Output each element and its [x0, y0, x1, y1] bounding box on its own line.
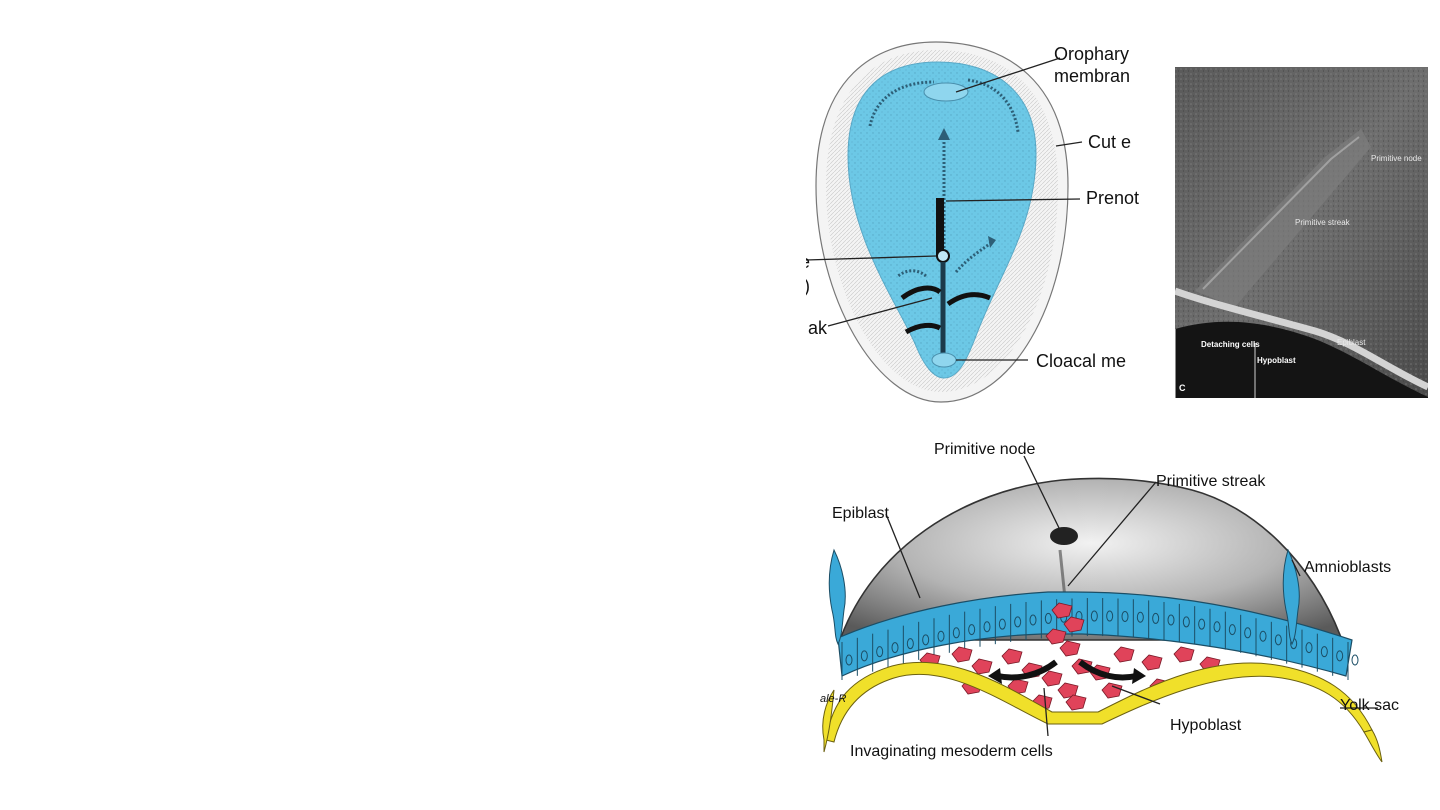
cross-section-diagram: Primitive node Primitive streak Epiblast… — [812, 440, 1412, 766]
epiblast-cell-nucleus — [1244, 627, 1252, 639]
epiblast-cell-nucleus — [952, 627, 960, 639]
amnioblast-right — [1282, 548, 1300, 646]
mesoderm-cell — [1065, 694, 1087, 711]
epiblast-layer — [837, 591, 1353, 677]
embryonic-disc-diagram: Orophary membran Cut e Prenot e ) ak Clo… — [806, 36, 1144, 408]
yolk-sac-left — [822, 689, 835, 753]
label-left-node-1: e — [806, 252, 810, 272]
epiblast-cell-nucleus — [922, 634, 930, 646]
primitive-node-pit — [1050, 527, 1078, 545]
epiblast-cell-nucleus — [1152, 612, 1160, 624]
label-cloacal: Cloacal me — [1036, 351, 1126, 371]
sem-label-primitive-streak: Primitive streak — [1295, 218, 1351, 227]
epiblast-cell-nucleus — [937, 630, 945, 642]
sem-label-hypoblast: Hypoblast — [1257, 356, 1296, 365]
sem-svg: Primitive node Primitive streak Epiblast… — [1175, 67, 1428, 398]
mesoderm-cell — [1101, 682, 1123, 699]
epiblast-cells — [841, 598, 1359, 680]
label-left-node-2: ) — [806, 276, 810, 296]
epiblast-cell-nucleus — [1136, 611, 1144, 623]
epiblast-cell-nucleus — [860, 650, 868, 662]
mesoderm-cell — [1063, 616, 1085, 633]
label-cut-edge: Cut e — [1088, 132, 1131, 152]
sem-label-primitive-node: Primitive node — [1371, 154, 1422, 163]
yolk-sac-right — [1363, 729, 1383, 763]
epiblast-cell-nucleus — [1090, 610, 1098, 622]
mesoderm-cell — [1057, 682, 1079, 699]
mesoderm-cell — [1059, 640, 1081, 657]
xs-label-primitive-streak: Primitive streak — [1156, 473, 1266, 490]
epiblast-cell-nucleus — [968, 624, 976, 636]
epiblast-cell-nucleus — [998, 618, 1006, 630]
xs-label-epiblast: Epiblast — [832, 505, 889, 522]
xs-signature: ale-R — [820, 693, 846, 705]
label-left-streak: ak — [808, 318, 828, 338]
epiblast-cell-nucleus — [1044, 612, 1052, 624]
epiblast-cell-nucleus — [1213, 621, 1221, 633]
epiblast-cell-nucleus — [1274, 634, 1282, 646]
epiblast-cell-nucleus — [1228, 624, 1236, 636]
epiblast-cell-nucleus — [1182, 616, 1190, 628]
xs-label-primitive-node: Primitive node — [934, 441, 1035, 458]
epiblast-cell-nucleus — [1198, 618, 1206, 630]
mesoderm-cell — [1141, 654, 1163, 671]
epiblast-cell-nucleus — [1336, 650, 1344, 662]
mesoderm-cell — [971, 658, 993, 675]
epiblast-cell-nucleus — [876, 646, 884, 658]
label-oropharyngeal-1: Orophary — [1054, 44, 1129, 64]
mesoderm-cell — [1001, 648, 1023, 665]
xs-label-invaginating: Invaginating mesoderm cells — [850, 743, 1053, 760]
epiblast-cell-nucleus — [1121, 610, 1129, 622]
sem-panel-letter: C — [1179, 383, 1186, 393]
epiblast-cell-nucleus — [906, 638, 914, 650]
epiblast-cell-nucleus — [983, 621, 991, 633]
oropharyngeal-membrane — [923, 82, 969, 102]
mesoderm-cell — [951, 646, 973, 663]
mesoderm-cell — [1045, 628, 1067, 645]
xs-label-yolk-sac: Yolk sac — [1340, 697, 1399, 714]
label-oropharyngeal-2: membran — [1054, 66, 1130, 86]
sem-label-detaching-cells: Detaching cells — [1201, 340, 1260, 349]
epiblast-cell-nucleus — [891, 642, 899, 654]
epiblast-cell-nucleus — [1351, 654, 1359, 666]
epiblast-cell-nucleus — [1305, 642, 1313, 654]
amnioblast-left — [828, 548, 846, 646]
primitive-node — [936, 249, 950, 263]
xs-label-amnioblasts: Amnioblasts — [1304, 559, 1391, 576]
mesoderm-cell — [1051, 602, 1073, 619]
cross-section-svg: Primitive node Primitive streak Epiblast… — [820, 441, 1399, 763]
epiblast-cell-nucleus — [1014, 616, 1022, 628]
mesoderm-cell — [1173, 646, 1195, 663]
epiblast-cell-nucleus — [1029, 614, 1037, 626]
xs-label-hypoblast: Hypoblast — [1170, 717, 1242, 734]
epiblast-cell-nucleus — [1259, 630, 1267, 642]
sem-label-epiblast: Epiblast — [1337, 338, 1366, 347]
epiblast-cell-nucleus — [1320, 646, 1328, 658]
sem-micrograph: Primitive node Primitive streak Epiblast… — [1175, 67, 1428, 398]
epiblast-cell-nucleus — [1167, 614, 1175, 626]
mesoderm-cell — [1041, 670, 1063, 687]
mesoderm-cell — [1113, 646, 1135, 663]
embryonic-disc-svg: Orophary membran Cut e Prenot e ) ak Clo… — [806, 41, 1139, 403]
epiblast-cell-nucleus — [1106, 610, 1114, 622]
epiblast-cell-nucleus — [845, 654, 853, 666]
label-prenotochordal: Prenot — [1086, 188, 1139, 208]
cloacal-membrane — [931, 352, 957, 368]
